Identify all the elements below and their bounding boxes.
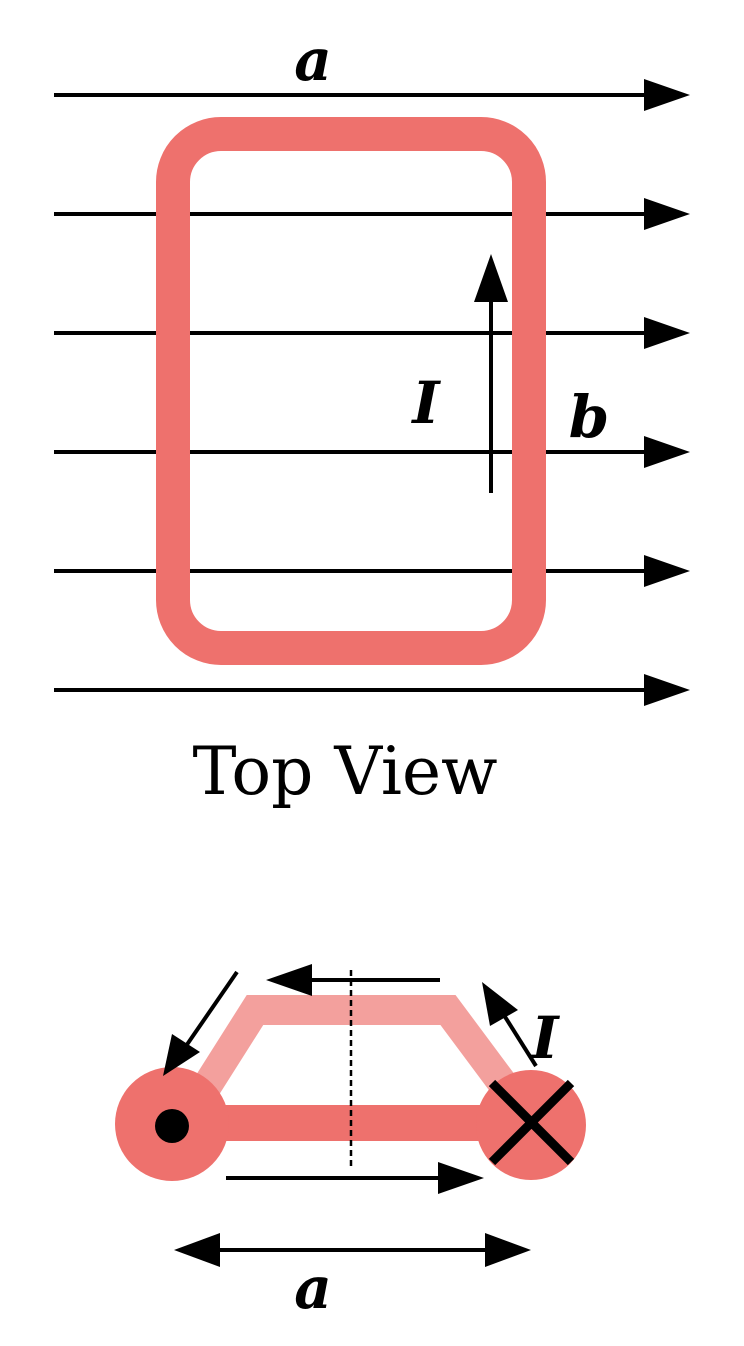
- field-line: [54, 436, 690, 468]
- field-line: [54, 555, 690, 587]
- cross-marker: [488, 1079, 575, 1166]
- caption-top-view: Top View: [192, 733, 497, 810]
- dot-marker: [155, 1109, 189, 1143]
- label-current-top: I: [410, 369, 441, 437]
- current-arrow: [474, 254, 508, 493]
- label-current-side: I: [529, 1004, 560, 1072]
- current-arrow-left: [163, 970, 239, 1076]
- field-line: [54, 674, 690, 706]
- top-view: a I b Top View: [54, 26, 690, 810]
- label-a-top: a: [294, 26, 332, 94]
- side-view: I a: [115, 964, 586, 1322]
- label-b: b: [569, 383, 610, 451]
- field-line: [54, 79, 690, 111]
- current-arrow-top: [266, 964, 440, 996]
- current-loop: [156, 117, 546, 665]
- current-arrow-right: [482, 982, 538, 1068]
- field-line: [54, 198, 690, 230]
- field-line: [54, 317, 690, 349]
- magnetic-field-lines: [54, 79, 690, 706]
- loop-far-side: [185, 995, 528, 1109]
- width-dimension-arrow: [174, 1233, 531, 1267]
- label-a-side: a: [294, 1254, 332, 1322]
- current-arrow-bottom: [226, 1162, 484, 1194]
